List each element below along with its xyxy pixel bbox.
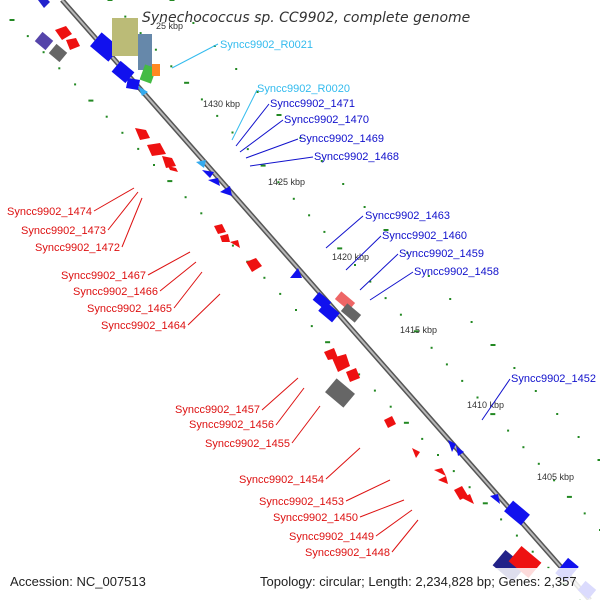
gene-arrow[interactable] — [55, 26, 72, 40]
gene-arrow[interactable] — [162, 156, 176, 168]
kbp-markers: 25 kbp 1430 kbp 1425 kbp 1420 kbp 1415 k… — [156, 21, 574, 482]
gene-labels-left: Syncc9902_1474 Syncc9902_1473 Syncc9902_… — [7, 206, 390, 559]
gene-arrow[interactable] — [412, 448, 420, 458]
kbp-label: 1410 kbp — [467, 400, 504, 410]
gene-label[interactable]: Syncc9902_1450 — [273, 512, 358, 524]
gene-arrow[interactable] — [38, 0, 50, 8]
gene-label[interactable]: Syncc9902_R0021 — [220, 39, 313, 51]
gene-block[interactable] — [340, 303, 362, 323]
gene-label[interactable]: Syncc9902_1474 — [7, 206, 92, 218]
gene-arrow[interactable] — [138, 86, 148, 96]
accession-label: Accession: NC_007513 — [10, 574, 146, 589]
gene-arrow[interactable] — [434, 468, 446, 476]
kbp-label: 1425 kbp — [268, 177, 305, 187]
gene-label[interactable]: Syncc9902_1472 — [35, 242, 120, 254]
gene-label[interactable]: Syncc9902_1469 — [299, 133, 384, 145]
gene-label[interactable]: Syncc9902_1468 — [314, 151, 399, 163]
gene-block[interactable] — [34, 31, 54, 51]
gene-label[interactable]: Syncc9902_1473 — [21, 225, 106, 237]
gene-block[interactable] — [504, 500, 530, 526]
kbp-label: 1420 kbp — [332, 252, 369, 262]
gene-arrow[interactable] — [147, 143, 166, 156]
gene-block[interactable] — [111, 60, 135, 84]
gene-label[interactable]: Syncc9902_1459 — [399, 248, 484, 260]
gene-arrow[interactable] — [438, 476, 448, 484]
gene-label[interactable]: Syncc9902_1449 — [289, 531, 374, 543]
kbp-partial-label: 25 kbp — [156, 21, 183, 31]
gene-arrow[interactable] — [332, 354, 350, 372]
gene-label[interactable]: Syncc9902_1464 — [101, 320, 186, 332]
gene-block[interactable] — [325, 378, 355, 408]
gene-labels-right: Syncc9902_R0021 Syncc9902_R0020 Syncc990… — [220, 39, 596, 385]
gene-arrow[interactable] — [456, 446, 464, 456]
gene-label[interactable]: Syncc9902_1463 — [365, 210, 450, 222]
gene-label[interactable]: Syncc9902_1460 — [382, 230, 467, 242]
kbp-label: 1405 kbp — [537, 472, 574, 482]
footer-background — [0, 568, 600, 600]
gene-arrow[interactable] — [66, 38, 80, 50]
gene-arrow[interactable] — [168, 166, 178, 172]
gene-label[interactable]: Syncc9902_1471 — [270, 98, 355, 110]
leader-lines-right — [171, 43, 511, 421]
leader-lines-left — [93, 187, 419, 553]
gene-label[interactable]: Syncc9902_1465 — [87, 303, 172, 315]
gene-arrow[interactable] — [202, 170, 214, 178]
tick-layer — [9, 0, 600, 600]
gene-label[interactable]: Syncc9902_1448 — [305, 547, 390, 559]
gene-arrow[interactable] — [208, 178, 220, 186]
gene-arrow[interactable] — [126, 78, 140, 90]
gene-label[interactable]: Syncc9902_1470 — [284, 114, 369, 126]
gene-arrow[interactable] — [490, 494, 500, 504]
gene-block[interactable] — [318, 301, 340, 323]
gene-label[interactable]: Syncc9902_1453 — [259, 496, 344, 508]
gene-arrow[interactable] — [220, 186, 232, 196]
gene-arrow[interactable] — [135, 128, 150, 140]
gene-block[interactable] — [48, 43, 68, 63]
gene-arrow[interactable] — [230, 240, 240, 248]
gene-block[interactable] — [152, 64, 160, 76]
gene-arrow[interactable] — [290, 268, 302, 278]
gene-label[interactable]: Syncc9902_R0020 — [257, 83, 350, 95]
gene-arrow[interactable] — [448, 440, 456, 452]
gene-label[interactable]: Syncc9902_1458 — [414, 266, 499, 278]
gene-arrow[interactable] — [324, 348, 338, 360]
gene-label[interactable]: Syncc9902_1455 — [205, 438, 290, 450]
gene-label[interactable]: Syncc9902_1457 — [175, 404, 260, 416]
gene-block[interactable] — [138, 34, 152, 70]
gene-label[interactable]: Syncc9902_1467 — [61, 270, 146, 282]
gene-arrow[interactable] — [214, 224, 226, 234]
map-title: Synechococcus sp. CC9902, complete genom… — [142, 10, 470, 26]
gene-arrow[interactable] — [220, 234, 230, 242]
gene-arrow[interactable] — [462, 494, 474, 504]
gene-label[interactable]: Syncc9902_1466 — [73, 286, 158, 298]
gene-arrow[interactable] — [246, 258, 262, 272]
gene-block[interactable] — [112, 18, 138, 56]
gene-arrow[interactable] — [384, 416, 396, 428]
gene-label[interactable]: Syncc9902_1456 — [189, 419, 274, 431]
gene-label[interactable]: Syncc9902_1454 — [239, 474, 324, 486]
gene-arrow[interactable] — [346, 368, 360, 382]
kbp-label: 1415 kbp — [400, 325, 437, 335]
gene-label[interactable]: Syncc9902_1452 — [511, 373, 596, 385]
kbp-label: 1430 kbp — [203, 99, 240, 109]
gene-arrow[interactable] — [196, 160, 206, 168]
gene-arrow[interactable] — [454, 486, 468, 500]
genome-summary: Topology: circular; Length: 2,234,828 bp… — [260, 574, 577, 589]
